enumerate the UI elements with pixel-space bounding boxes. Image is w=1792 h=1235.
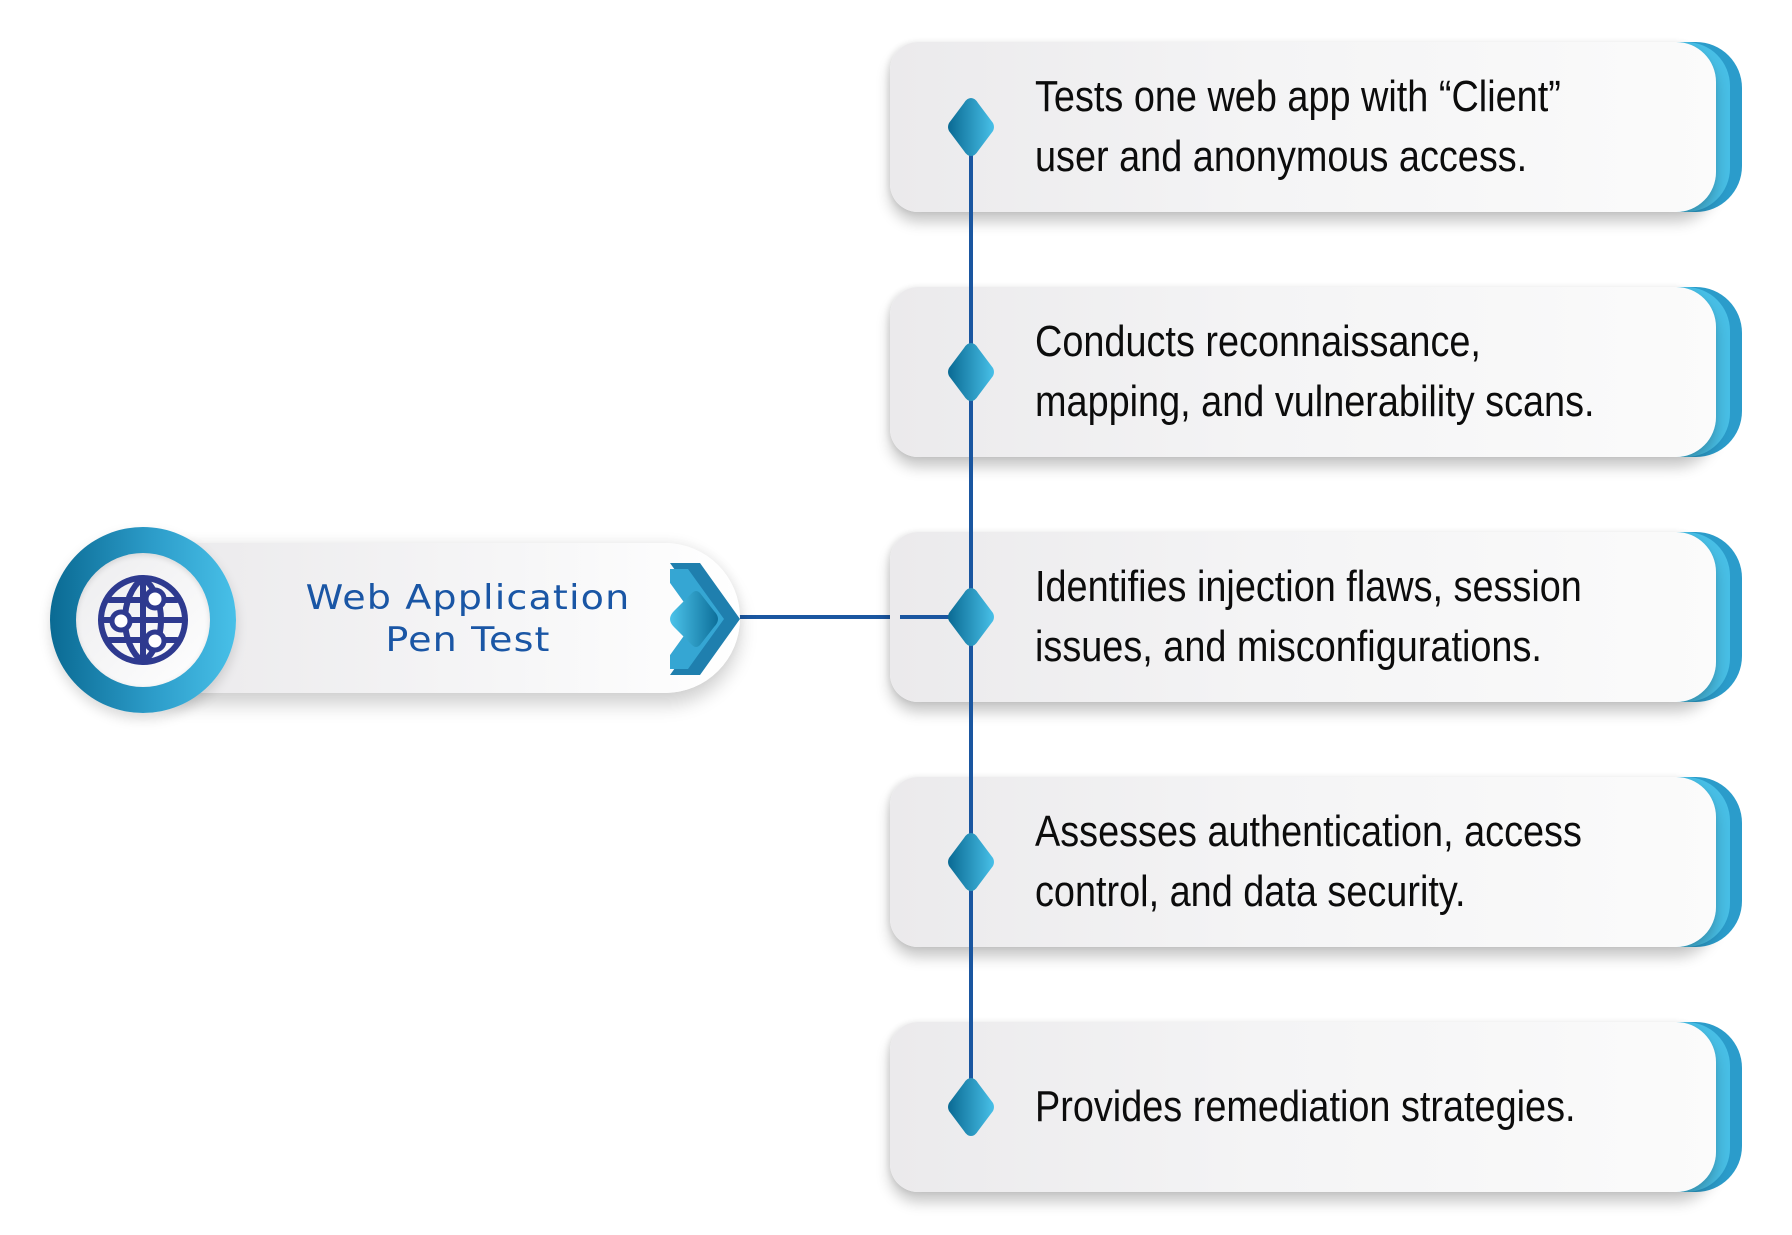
globe-network-icon <box>98 575 188 665</box>
hub-node: Web Application Pen Test <box>48 525 748 715</box>
card-text: Provides remediation strategies. <box>1035 1022 1603 1192</box>
step-card: Assesses authentication, access control,… <box>890 777 1742 947</box>
card-face <box>890 1022 1716 1192</box>
card-text-line: Identifies injection flaws, session <box>1035 562 1582 611</box>
hub-pill <box>168 543 740 693</box>
card-text-line: user and anonymous access. <box>1035 132 1528 181</box>
card-text: Identifies injection flaws, session issu… <box>1035 532 1603 702</box>
card-text-line: mapping, and vulnerability scans. <box>1035 377 1595 426</box>
card-text-line: Conducts reconnaissance, <box>1035 317 1481 366</box>
card-text: Tests one web app with “Client” user and… <box>1035 42 1603 212</box>
step-card: Conducts reconnaissance, mapping, and vu… <box>890 287 1742 457</box>
card-text-line: Tests one web app with “Client” <box>1035 72 1561 121</box>
hub-title-line-2: Pen Test <box>385 620 551 660</box>
card-face <box>890 287 1716 457</box>
card-text-line: Provides remediation strategies. <box>1035 1082 1576 1131</box>
card-text-line: Assesses authentication, access <box>1035 807 1582 856</box>
card-face <box>890 532 1716 702</box>
card-text-line: control, and data security. <box>1035 867 1466 916</box>
card-text: Assesses authentication, access control,… <box>1035 777 1603 947</box>
hub-icon-inner <box>76 553 210 687</box>
step-card: Identifies injection flaws, session issu… <box>890 532 1742 702</box>
chevron-right-icon <box>670 563 740 675</box>
hub-icon-ring <box>50 527 236 713</box>
step-card: Tests one web app with “Client” user and… <box>890 42 1742 212</box>
card-text: Conducts reconnaissance, mapping, and vu… <box>1035 287 1603 457</box>
hub-title: Web Application Pen Test <box>238 577 697 661</box>
hub-title-line-1: Web Application <box>305 578 631 618</box>
card-face <box>890 777 1716 947</box>
card-face <box>890 42 1716 212</box>
card-text-line: issues, and misconfigurations. <box>1035 622 1542 671</box>
step-card: Provides remediation strategies. <box>890 1022 1742 1192</box>
